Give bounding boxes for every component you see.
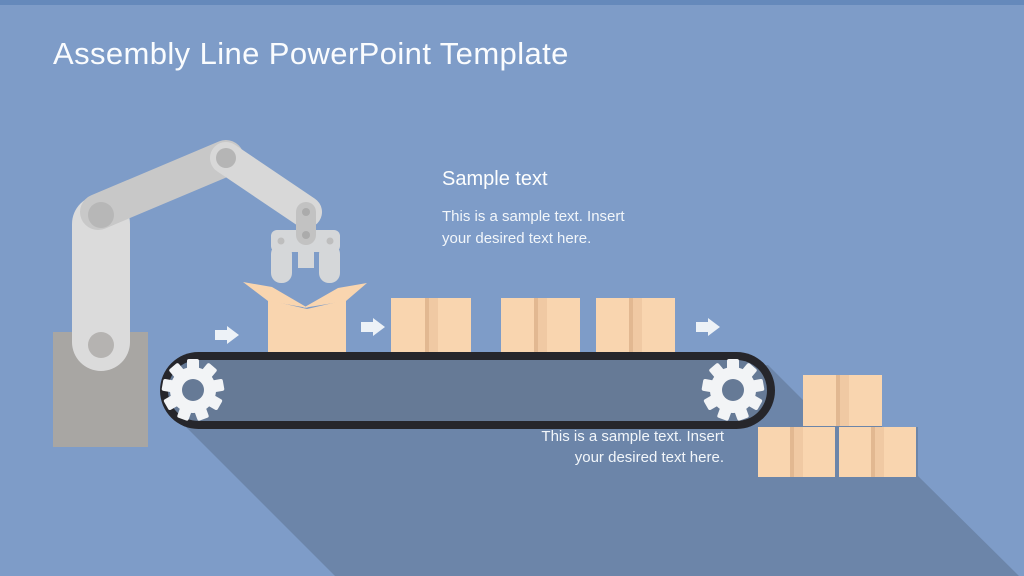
open-box-flap-right (303, 283, 367, 308)
stacked-box-bottom-left (758, 427, 835, 477)
gripper-screw-left (277, 237, 285, 245)
robot-arm-boom (80, 140, 244, 230)
gripper-finger-left (271, 244, 292, 283)
arrow-right-icon-3 (696, 318, 720, 336)
belt-boxes (391, 298, 675, 353)
belt-box-3 (596, 298, 675, 353)
stacked-box-top (803, 375, 882, 426)
open-box-flap-left (243, 282, 308, 308)
belt-box-2 (501, 298, 580, 353)
gripper-stem (298, 248, 314, 268)
base-joint (88, 332, 114, 358)
sample-text-body-bottom-line1: This is a sample text. Insert (541, 428, 724, 445)
stacked-boxes (758, 375, 916, 477)
belt-surface (168, 360, 767, 421)
sample-text-body-top: This is a sample text. Insert your desir… (442, 206, 625, 250)
sample-text-body-top-line1: This is a sample text. Insert (442, 208, 625, 225)
wrist-screw-top (302, 208, 310, 216)
conveyor-belt (160, 352, 775, 429)
arrow-right-icon-1 (215, 326, 239, 344)
wrist-screw-bottom (302, 231, 310, 239)
open-box (243, 282, 367, 352)
slide-title: Assembly Line PowerPoint Template (53, 36, 569, 71)
stacked-box-bottom-right (839, 427, 916, 477)
belt-box-1 (391, 298, 471, 353)
robot-arm (53, 140, 340, 447)
flow-arrows (215, 318, 720, 344)
sample-text-body-bottom-line2: your desired text here. (574, 449, 724, 466)
open-box-body (268, 300, 346, 352)
arrow-right-icon-2 (361, 318, 385, 336)
top-accent-strip (0, 0, 1024, 5)
sample-text-body-bottom: This is a sample text. Insert your desir… (404, 426, 724, 468)
gripper-screw-right (326, 237, 334, 245)
sample-text-body-top-line2: your desired text here. (442, 230, 592, 247)
robot-arm-forearm (210, 142, 322, 228)
gripper-finger-right (319, 244, 340, 283)
elbow-joint (88, 202, 114, 228)
sample-text-heading: Sample text (442, 168, 548, 190)
shoulder-joint (216, 148, 236, 168)
